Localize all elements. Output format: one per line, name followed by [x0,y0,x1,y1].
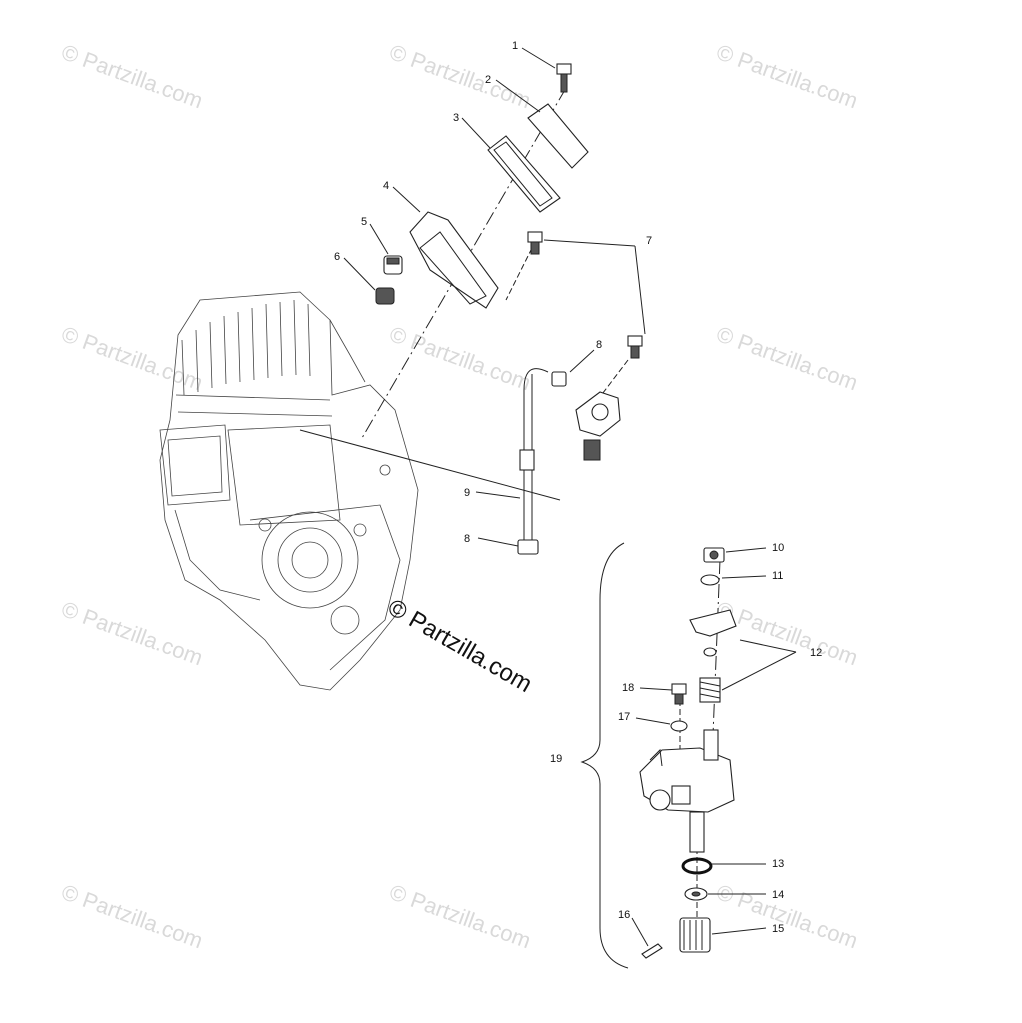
watermark: © Partzilla.com [58,596,206,670]
callout-label: 1 [512,40,518,52]
callout-label: 8 [464,533,470,545]
part-4-reed-cover [392,186,499,309]
callout-label: 16 [618,909,630,921]
part-8-clamps [477,349,595,555]
watermark: © Partzilla.com [58,39,206,113]
bracket-19 [580,542,629,969]
part-9-oil-line [475,368,549,540]
callout-label: 9 [464,487,470,499]
watermark: © Partzilla.com [386,879,534,953]
part-12-lever-spring [689,609,797,703]
part-6-grommet [343,257,395,305]
callout-label: 5 [361,216,367,228]
callout-label: 18 [622,682,634,694]
watermark: © Partzilla.com [713,879,861,953]
part-11-washer [700,574,767,586]
part-16-pin [631,917,663,959]
oil-pump-assembled [575,391,621,461]
part-14-washer [684,887,766,901]
callout-label: 4 [383,180,389,192]
callout-label: 6 [334,251,340,263]
part-3-gasket [461,117,561,213]
part-17-washer [635,717,688,732]
callout-label: 8 [596,339,602,351]
callout-label: 7 [646,235,652,247]
callout-label: 13 [772,858,784,870]
callout-label: 14 [772,889,784,901]
main-watermark: © Partzilla.com [383,594,537,698]
callout-label: 15 [772,923,784,935]
callout-label: 2 [485,74,491,86]
callout-label: 11 [772,570,783,582]
part-10-nut [703,547,767,563]
part-18-screw [639,683,687,705]
callout-labels: 1 2 3 4 5 6 7 8 8 9 10 11 12 13 14 15 16… [334,40,822,935]
part-13-o-ring [681,857,766,875]
callout-label: 10 [772,542,784,554]
part-2-plate [495,79,589,169]
watermark-layer: © Partzilla.com © Partzilla.com © Partzi… [58,39,861,953]
callout-label: 12 [810,647,822,659]
part-1-screw [521,47,572,93]
watermark: © Partzilla.com [58,879,206,953]
callout-label: 17 [618,711,630,723]
callout-label: 3 [453,112,459,124]
engine-block [159,291,419,691]
part-5-grommet [369,223,403,275]
oil-pump-body [639,729,735,853]
callout-label: 19 [550,753,562,765]
watermark: © Partzilla.com [713,321,861,395]
watermark: © Partzilla.com [713,596,861,670]
watermark: © Partzilla.com [713,39,861,113]
part-15-gear [679,917,767,953]
part-7-screws [527,231,646,359]
